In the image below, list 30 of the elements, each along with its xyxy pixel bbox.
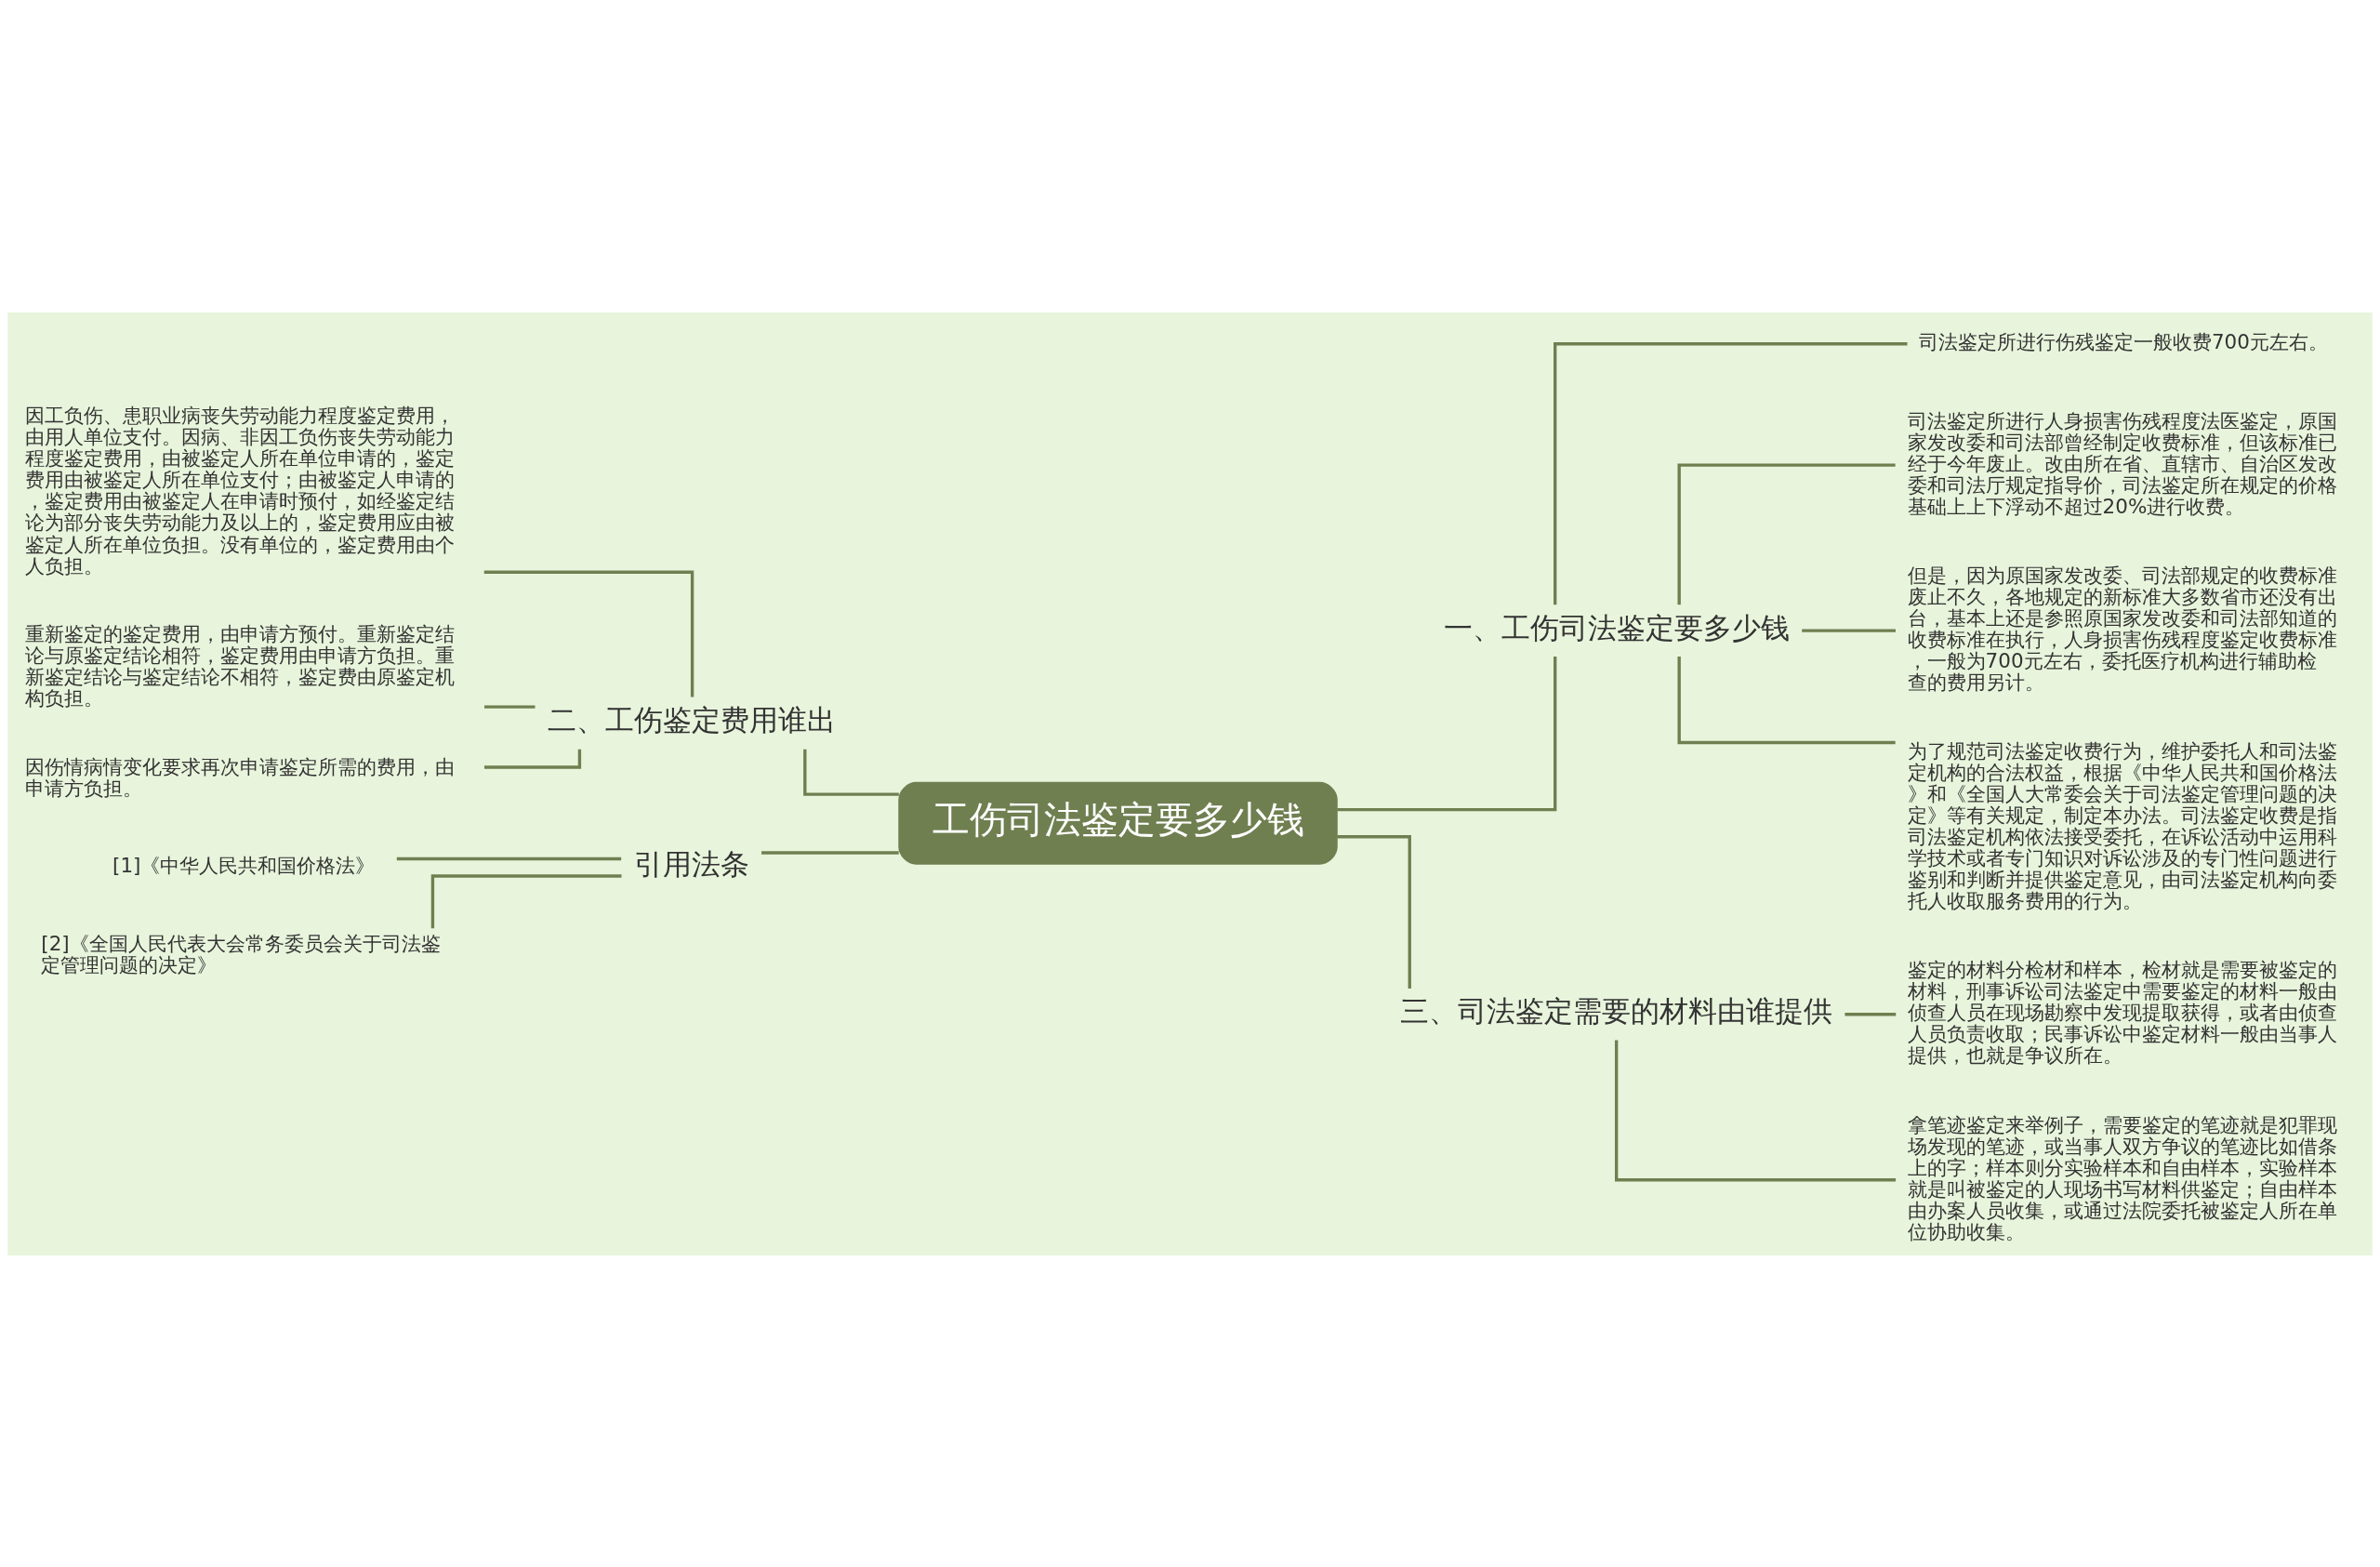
node-text: 但是，因为原国家发改委、司法部规定的收费标准废止不久，各地规定的新标准大多数省市还没有出台，基本上还是参照原国家发改委和司法部知道的收费标准在执行，人身损害伤残程度鉴定收费标准，一般为700元左右，委托医疗机构进行辅助检查的费用另计。 — [1907, 563, 2337, 694]
connector — [1677, 656, 1896, 744]
node-text: 二、工伤鉴定费用谁出 — [547, 703, 836, 737]
connector — [1554, 341, 1908, 604]
node-text: 引用法条 — [633, 847, 749, 881]
connector — [483, 570, 694, 697]
node-text: 三、司法鉴定需要的材料由谁提供 — [1400, 994, 1833, 1028]
node-text: [1]《中华人民共和国价格法》 — [112, 853, 376, 877]
node-text: 因伤情病情变化要求再次申请鉴定所需的费用，由申请方负担。 — [24, 754, 455, 800]
node-text: 为了规范司法鉴定收费行为，维护委托人和司法鉴定机构的合法权益，根据《中华人民共和国价格法》和《全国人大常委会关于司法鉴定管理问题的决定》等有关规定，制定本办法。司法鉴定收费是指司法鉴定机构依法接受委托，在诉讼活动中运用科学技术或者专门知识对诉讼涉及的专门性问题进行鉴别和判断并提供鉴定意见，由司法鉴定机构向委托人收取服务费用的行为。 — [1907, 738, 2337, 912]
node-text: 因工负伤、患职业病丧失劳动能力程度鉴定费用，由用人单位支付。因病、非因工负伤丧失劳动能力程度鉴定费用，由被鉴定人所在单位申请的，鉴定费用由被鉴定人所在单位支付；由被鉴定人申请的，鉴定费用由被鉴定人在申请时预付，如经鉴定结论为部分丧失劳动能力及以上的，鉴定费用应由被鉴定人所在单位负担。没有单位的，鉴定费用由个人负担。 — [24, 403, 455, 577]
node-text: 一、工伤司法鉴定要多少钱 — [1443, 611, 1790, 644]
node-box: 工伤司法鉴定要多少钱 — [898, 781, 1338, 865]
connector — [484, 704, 536, 709]
node-text: 司法鉴定所进行伤残鉴定一般收费700元左右。 — [1918, 329, 2328, 353]
node-text: 司法鉴定所进行人身损害伤残程度法医鉴定，原国家发改委和司法部曾经制定收费标准，但该标准已经于今年废止。改由所在省、直辖市、自治区发改委和司法厅规定指导价，司法鉴定所在规定的价格基础上上下浮动不超过20%进行收费。 — [1907, 408, 2337, 518]
connector — [396, 857, 622, 860]
node-text: [2]《全国人民代表大会常务委员会关于司法鉴定管理问题的决定》 — [41, 931, 441, 976]
connector — [1844, 1012, 1897, 1016]
connector — [1337, 834, 1411, 989]
node-text: 重新鉴定的鉴定费用，由申请方预付。重新鉴定结论与原鉴定结论相符，鉴定费用由申请方负担。重新鉴定结论与鉴定结论不相符，鉴定费由原鉴定机构负担。 — [24, 621, 455, 710]
connector — [1677, 462, 1896, 604]
node-text: 拿笔迹鉴定来举例子，需要鉴定的笔迹就是犯罪现场发现的笔迹，或当事人双方争议的笔迹比如借条上的字；样本则分实验样本和自由样本，实验样本就是叫被鉴定的人现场书写材料供鉴定；自由样本由办案人员收集，或通过法院委托被鉴定人所在单位协助收集。 — [1907, 1112, 2337, 1243]
node-text: 鉴定的材料分检材和样本，检材就是需要被鉴定的材料，刑事诉讼司法鉴定中需要鉴定的材料一般由侦查人员在现场勘察中发现提取获得，或者由侦查人员负责收取；民事诉讼中鉴定材料一般由当事人提供，也就是争议所在。 — [1907, 957, 2337, 1067]
connector — [803, 749, 899, 796]
connector — [1615, 1040, 1897, 1181]
connector — [1337, 656, 1557, 811]
connector — [430, 873, 622, 928]
connector — [1802, 628, 1896, 632]
connector — [761, 850, 899, 855]
